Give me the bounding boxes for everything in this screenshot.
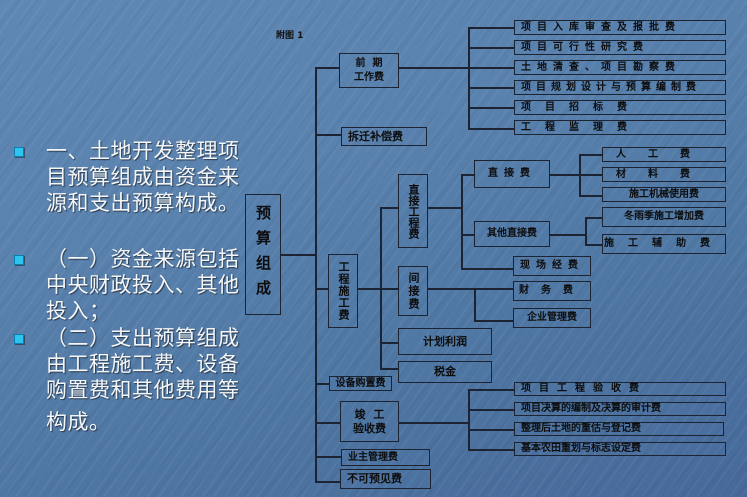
connector bbox=[579, 174, 603, 176]
connector bbox=[468, 27, 470, 128]
connector bbox=[468, 67, 515, 69]
preliminary-item: 项目可行性研究费 bbox=[514, 40, 726, 55]
demolition-compensation-box: 拆迁补偿费 bbox=[341, 127, 427, 146]
connector bbox=[399, 422, 468, 424]
preliminary-item: 土地清查、项目勘察费 bbox=[514, 60, 726, 75]
connector bbox=[315, 134, 342, 136]
connector bbox=[399, 67, 468, 69]
connector bbox=[461, 174, 474, 176]
connector bbox=[428, 207, 461, 209]
construction-aid-fee-box: 施工辅助费 bbox=[602, 234, 726, 254]
connector bbox=[468, 409, 515, 411]
contingency-box: 不可预见费 bbox=[340, 469, 431, 489]
completion-item: 整理后土地的重估与登记费 bbox=[514, 422, 724, 436]
figure-caption: 附图 1 bbox=[276, 31, 304, 41]
labor-fee-box: 人工费 bbox=[602, 147, 726, 162]
equipment-purchase-box: 设备购置费 bbox=[329, 376, 392, 391]
direct-fee-box: 直接费 bbox=[474, 160, 550, 188]
connector bbox=[468, 27, 515, 29]
connector bbox=[468, 389, 470, 449]
square-bullet-icon bbox=[14, 334, 24, 344]
connector bbox=[585, 217, 603, 219]
connector bbox=[474, 288, 476, 320]
other-direct-fee-box: 其他直接费 bbox=[474, 221, 550, 247]
connector bbox=[468, 128, 515, 130]
text-line: 购置费和其他费用等 bbox=[46, 378, 240, 402]
connector bbox=[550, 234, 585, 236]
material-fee-box: 材料费 bbox=[602, 167, 726, 182]
connector bbox=[315, 481, 341, 483]
connector bbox=[468, 47, 515, 49]
connector bbox=[585, 217, 587, 244]
completion-item: 基本农田重划与标志设定费 bbox=[514, 442, 726, 456]
text-line: 由工程施工费、设备 bbox=[46, 352, 240, 376]
preliminary-item: 工程监理费 bbox=[514, 120, 726, 135]
connector bbox=[315, 383, 329, 385]
connector bbox=[468, 429, 515, 431]
planned-profit-box: 计划利润 bbox=[398, 328, 492, 355]
owner-management-box: 业主管理费 bbox=[341, 449, 430, 466]
completion-item: 项目工程验收费 bbox=[514, 382, 726, 396]
tax-box: 税金 bbox=[398, 361, 492, 383]
direct-engineering-fee-box: 直接工程费 bbox=[398, 174, 428, 248]
text-line: 一、土地开发整理项 bbox=[46, 139, 240, 163]
connector bbox=[579, 195, 603, 197]
connector bbox=[461, 268, 513, 270]
connector bbox=[315, 456, 341, 458]
connector bbox=[585, 244, 603, 246]
enterprise-mgmt-fee-box: 企业管理费 bbox=[513, 308, 591, 328]
square-bullet-icon bbox=[14, 255, 24, 265]
finance-fee-box: 财务费 bbox=[513, 281, 591, 301]
bullet-text: （一）资金来源包括 中央财政投入、其他 投入； bbox=[46, 246, 251, 324]
root-box: 预算组成 bbox=[245, 194, 281, 315]
indirect-fee-box: 间接费 bbox=[398, 266, 428, 316]
connector bbox=[468, 389, 515, 391]
completion-acceptance-box: 竣 工 验收费 bbox=[340, 401, 399, 442]
connector bbox=[474, 320, 513, 322]
connector bbox=[428, 288, 513, 290]
text-line: 构成。 bbox=[46, 410, 111, 434]
connector bbox=[380, 288, 398, 290]
connector bbox=[315, 422, 340, 424]
winter-rain-fee-box: 冬雨季施工增加费 bbox=[602, 207, 726, 227]
text-line: 中央财政投入、其他 bbox=[46, 273, 240, 297]
text-line: 源和支出预算构成。 bbox=[46, 191, 240, 215]
connector bbox=[550, 174, 579, 176]
completion-item: 项目决算的编制及决算的审计费 bbox=[514, 402, 726, 416]
connector bbox=[358, 288, 380, 290]
site-fee-box: 现场经费 bbox=[513, 256, 591, 276]
preliminary-item: 项目入库审查及报批费 bbox=[514, 20, 726, 35]
square-bullet-icon bbox=[14, 147, 24, 157]
preliminary-item: 项目规划设计与预算编制费 bbox=[514, 80, 726, 95]
connector bbox=[380, 342, 398, 344]
connector bbox=[468, 107, 515, 109]
connector bbox=[468, 449, 515, 451]
text-line: （二）支出预算组成 bbox=[46, 326, 240, 350]
construction-fee-box: 工程施工费 bbox=[328, 254, 358, 328]
bullet-text: （二）支出预算组成 由工程施工费、设备 购置费和其他费用等 构成。 bbox=[46, 325, 251, 435]
text-line: （一）资金来源包括 bbox=[46, 247, 240, 271]
text-line: 投入； bbox=[46, 299, 111, 323]
bullet-text: 一、土地开发整理项 目预算组成由资金来 源和支出预算构成。 bbox=[46, 138, 251, 216]
connector bbox=[380, 207, 398, 209]
connector bbox=[468, 87, 515, 89]
preliminary-work-fee-box: 前 期 工作费 bbox=[339, 53, 399, 88]
connector bbox=[461, 174, 463, 268]
connector bbox=[380, 368, 398, 370]
text-line: 目预算组成由资金来 bbox=[46, 165, 240, 189]
connector bbox=[315, 67, 317, 482]
connector bbox=[315, 288, 328, 290]
connector bbox=[281, 254, 315, 256]
machinery-fee-box: 施工机械使用费 bbox=[602, 187, 726, 202]
preliminary-item: 项目招标费 bbox=[514, 100, 726, 115]
connector bbox=[579, 154, 603, 156]
connector bbox=[315, 67, 340, 69]
connector bbox=[461, 234, 474, 236]
